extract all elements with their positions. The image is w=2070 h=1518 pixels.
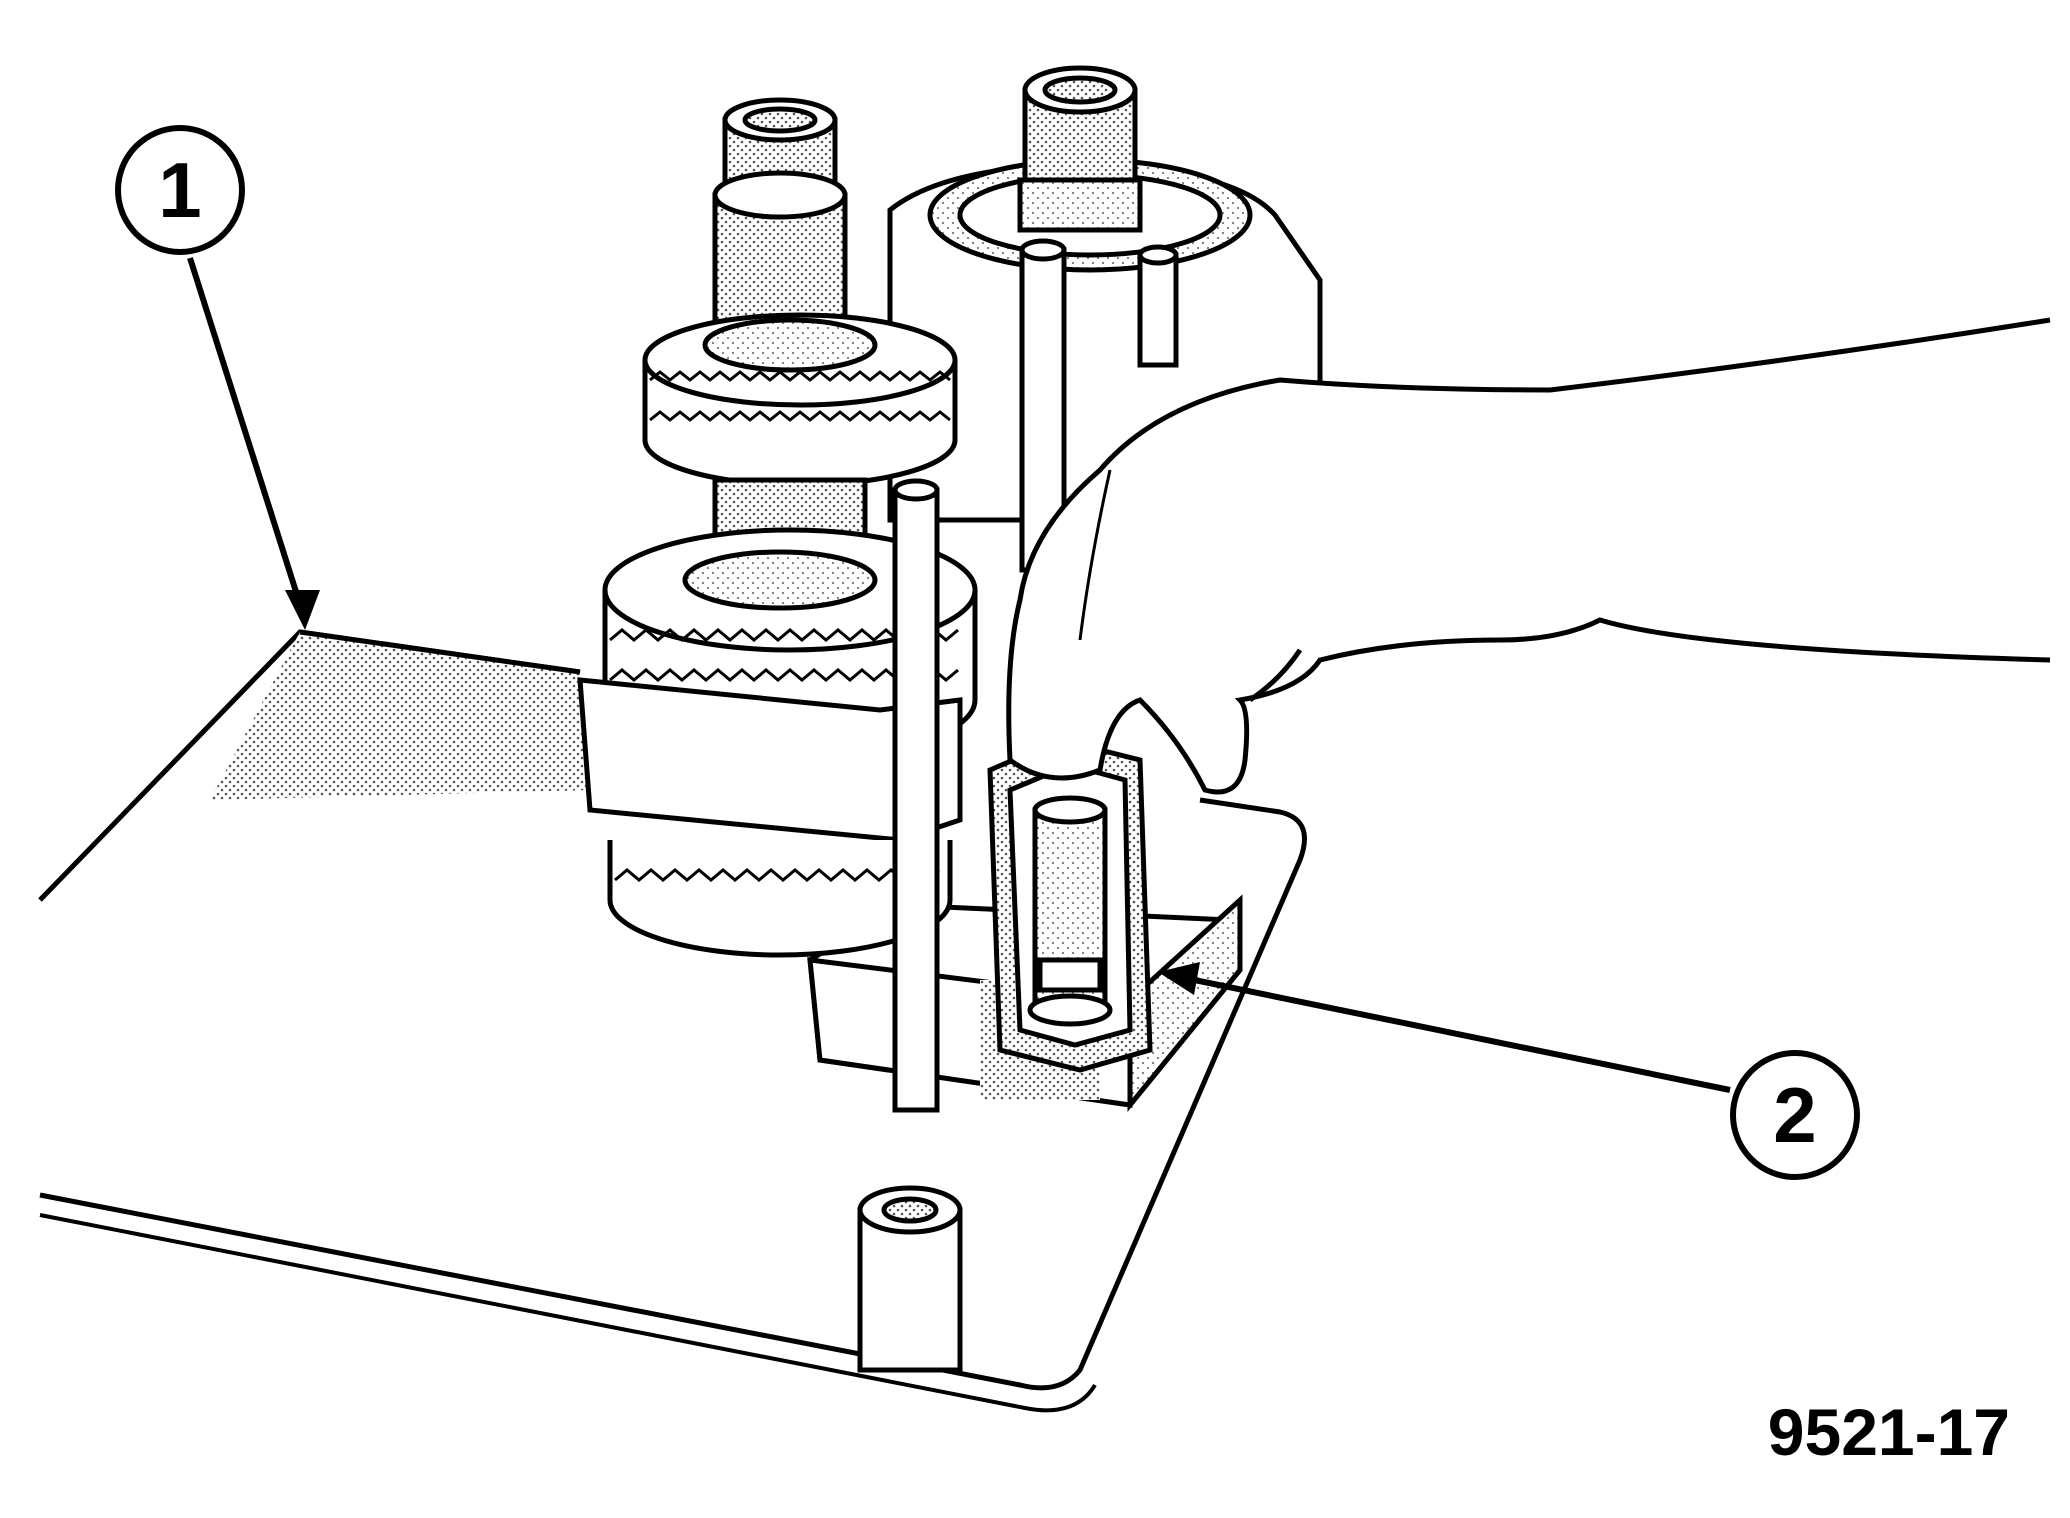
callout-1-number: 1 (158, 146, 201, 234)
callout-2: 2 (1158, 962, 1860, 1180)
special-tool (987, 737, 1153, 1073)
upper-gear (642, 312, 958, 488)
figure-id: 9521-17 (1768, 1395, 2010, 1469)
main-shaft (712, 97, 848, 348)
hand (1006, 317, 2051, 795)
intermediate-plate (577, 677, 963, 843)
bench-plate (38, 629, 1307, 1413)
output-shaft (1017, 65, 1143, 233)
callout-2-number: 2 (1773, 1071, 1816, 1159)
bushing (857, 1185, 963, 1373)
callout-1: 1 (115, 125, 320, 630)
